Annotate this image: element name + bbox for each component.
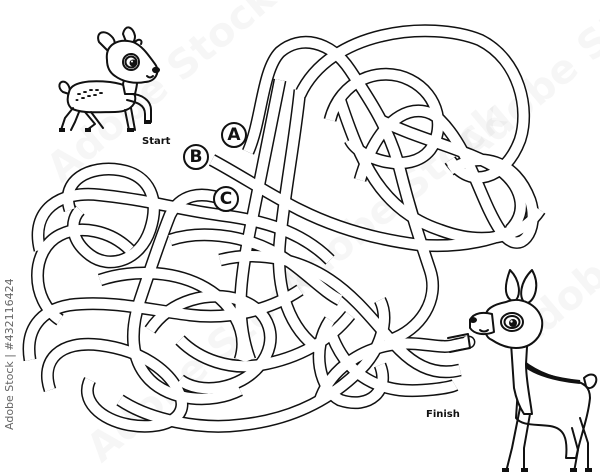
stock-watermark: Adobe Stock | #432116424 [3,278,16,430]
fawn-illustration [58,26,160,132]
choice-a-badge[interactable]: A [221,122,247,148]
start-label: Start [142,136,171,147]
choice-c-badge[interactable]: C [213,186,239,212]
finish-label: Finish [426,409,460,420]
deer-illustration [469,269,598,472]
maze-finish-cap [447,333,471,353]
choice-b-badge[interactable]: B [183,144,209,170]
